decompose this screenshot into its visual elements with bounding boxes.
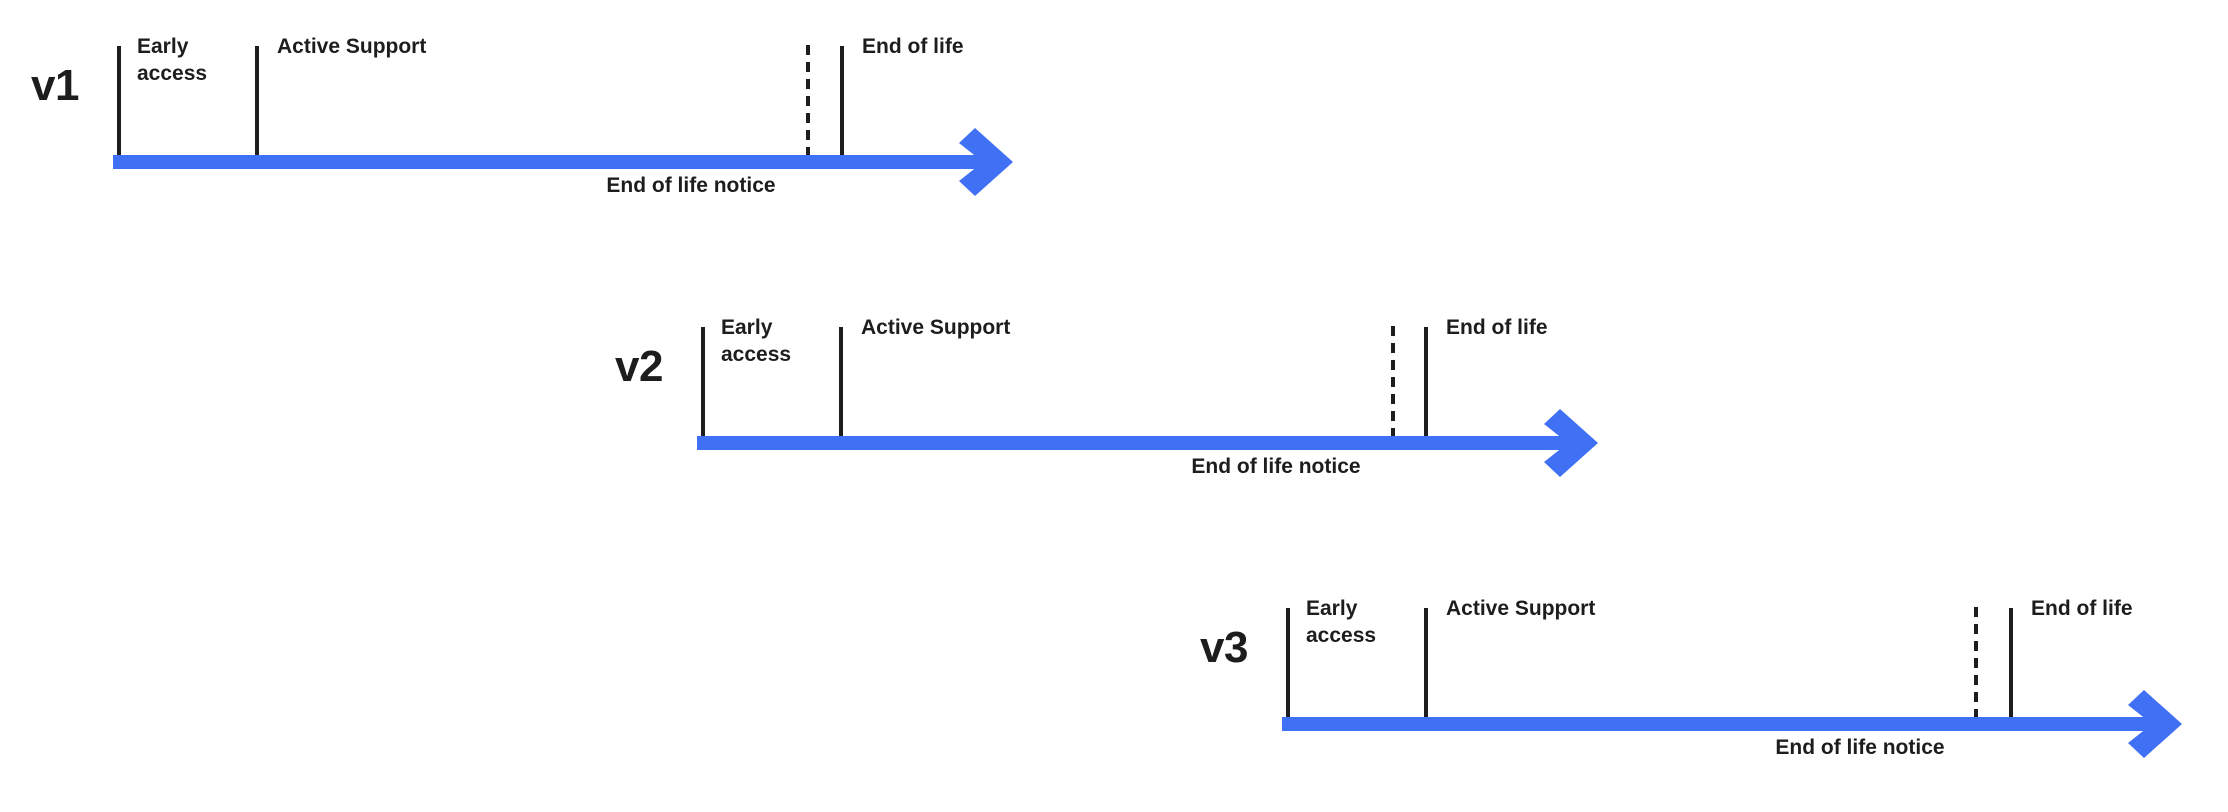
phase-divider-start-v1 xyxy=(117,46,121,155)
phase-divider-active-support-v2 xyxy=(839,327,843,436)
version-label-v2: v2 xyxy=(615,342,663,391)
end-of-life-notice-marker-v2 xyxy=(1391,326,1395,436)
phase-divider-active-support-v3 xyxy=(1424,608,1428,717)
phase-label-early-access-v1: Early access xyxy=(137,35,208,85)
timeline-arrow-head-v3 xyxy=(2124,690,2194,763)
phase-label-end-of-life-v1: End of life xyxy=(862,35,964,58)
phase-divider-end-of-life-v3 xyxy=(2009,608,2013,717)
phase-label-early-access-v3: Early access xyxy=(1306,597,1377,647)
phase-label-active-support-v3: Active Support xyxy=(1446,597,1596,620)
phase-divider-start-v2 xyxy=(701,327,705,436)
timeline-bar-v2 xyxy=(697,436,1568,450)
phase-label-early-access-v2: Early access xyxy=(721,316,792,366)
phase-divider-start-v3 xyxy=(1286,608,1290,717)
phase-label-end-of-life-v3: End of life xyxy=(2031,597,2133,620)
phase-divider-end-of-life-v2 xyxy=(1424,327,1428,436)
phase-label-end-of-life-v2: End of life xyxy=(1446,316,1548,339)
phase-label-active-support-v2: Active Support xyxy=(861,316,1011,339)
phase-label-active-support-v1: Active Support xyxy=(277,35,427,58)
timeline-bar-v1 xyxy=(113,155,983,169)
notice-label-v2: End of life notice xyxy=(1191,455,1361,478)
notice-label-v3: End of life notice xyxy=(1775,736,1945,759)
phase-divider-active-support-v1 xyxy=(255,46,259,155)
end-of-life-notice-marker-v1 xyxy=(806,45,810,155)
end-of-life-notice-marker-v3 xyxy=(1974,607,1978,717)
timeline-arrow-head-v2 xyxy=(1540,409,1610,482)
phase-divider-end-of-life-v1 xyxy=(840,46,844,155)
timeline-bar-v3 xyxy=(1282,717,2152,731)
timeline-arrow-head-v1 xyxy=(955,128,1025,201)
version-label-v3: v3 xyxy=(1200,623,1248,672)
notice-label-v1: End of life notice xyxy=(606,174,776,197)
version-label-v1: v1 xyxy=(31,61,79,110)
